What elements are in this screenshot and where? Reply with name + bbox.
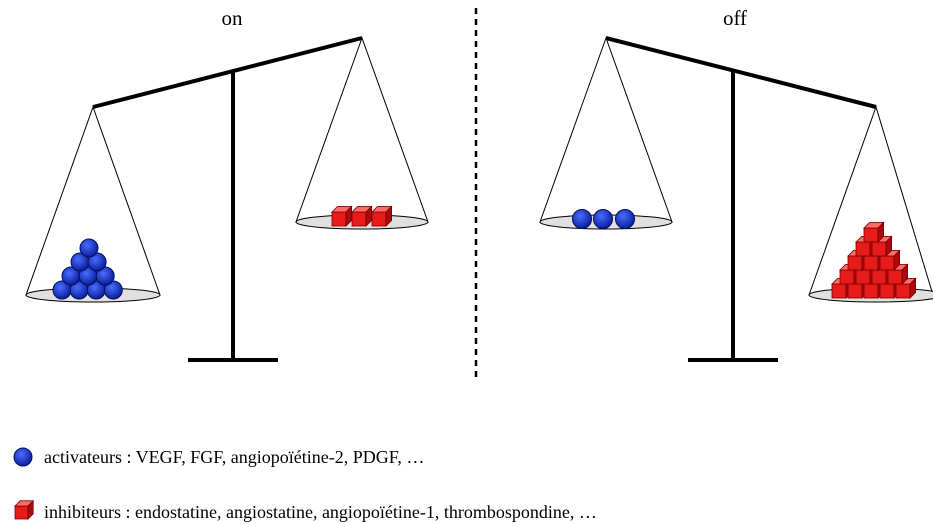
activator-sphere	[95, 266, 115, 286]
activator-sphere	[103, 280, 123, 300]
balance-beam	[92, 36, 363, 109]
inhibitor-cube	[887, 263, 909, 285]
legend-activators-text: activateurs : VEGF, FGF, angiopoïétine-2…	[44, 447, 424, 467]
activator-pile	[52, 238, 123, 300]
activator-sphere	[615, 209, 635, 229]
balance-off	[539, 36, 933, 362]
inhibitor-cube	[863, 221, 885, 243]
balance-beam	[605, 36, 877, 109]
inhibitor-pile	[831, 221, 917, 299]
inhibitor-cube	[14, 499, 35, 520]
inhibitor-cube	[879, 249, 901, 271]
activator-sphere	[593, 209, 613, 229]
panel-label-off: off	[723, 6, 747, 30]
inhibitor-cube	[351, 205, 373, 227]
blue-sphere-icon	[13, 447, 33, 467]
activator-sphere	[572, 209, 592, 229]
inhibitor-row	[331, 205, 393, 227]
activator-row	[572, 209, 635, 229]
right-pan	[295, 36, 429, 230]
balance-on	[25, 36, 429, 362]
left-pan	[539, 36, 673, 230]
legend: activateurs : VEGF, FGF, angiopoïétine-2…	[13, 447, 597, 522]
inhibitor-cube	[331, 205, 353, 227]
panel-label-on: on	[222, 6, 244, 30]
activator-sphere	[87, 252, 107, 272]
inhibitor-cube	[371, 205, 393, 227]
red-cube-icon	[14, 499, 35, 520]
legend-inhibitors-text: inhibiteurs : endostatine, angiostatine,…	[44, 502, 597, 522]
activator-sphere	[79, 238, 99, 258]
